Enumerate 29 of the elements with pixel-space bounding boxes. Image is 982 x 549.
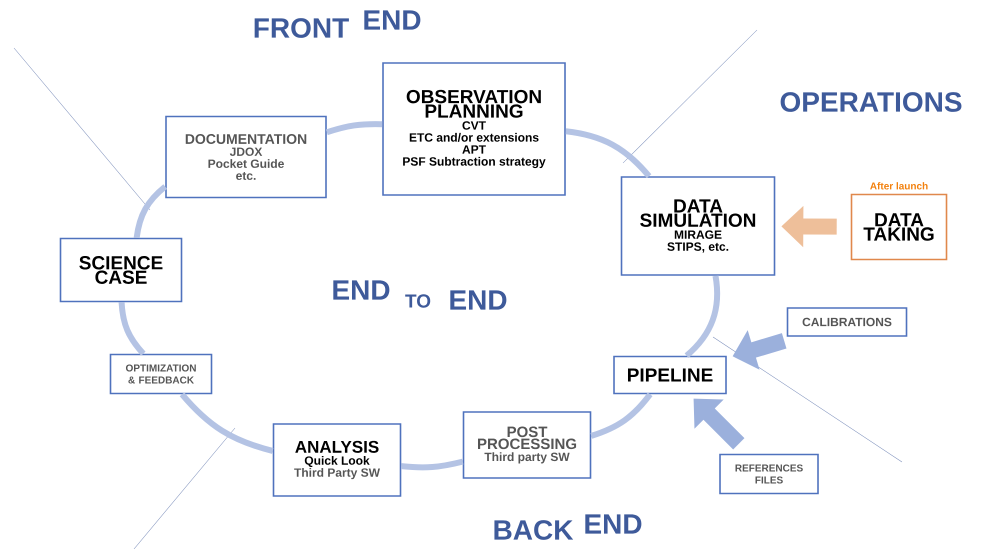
ring-segment <box>180 392 274 454</box>
section-heading: END <box>450 290 506 310</box>
ring-segment <box>401 458 464 470</box>
section-heading: OPERATIONS <box>780 92 962 112</box>
section-heading: TO <box>405 294 430 308</box>
process-box: DATA SIMULATION MIRAGE STIPS, etc. <box>620 176 776 276</box>
input-box: REFERENCES FILES <box>719 454 819 494</box>
data-taking-box: DATA TAKING <box>850 194 948 260</box>
section-heading: END <box>333 280 390 300</box>
ring-segment <box>684 275 720 358</box>
ring-segment <box>134 184 168 238</box>
block-arrow <box>694 398 744 450</box>
section-heading: BACK <box>494 520 574 540</box>
process-box: POST PROCESSING Third party SW <box>462 411 592 479</box>
process-box: ANALYSIS Quick Look Third Party SW <box>272 423 402 497</box>
section-heading: END <box>585 514 642 534</box>
ring-segment <box>565 128 652 178</box>
node-label: After launch <box>870 182 928 190</box>
ring-segment <box>590 392 652 439</box>
process-box: DOCUMENTATION JDOX Pocket Guide etc. <box>165 116 327 198</box>
feedback-box: OPTIMIZATION & FEEDBACK <box>110 354 212 394</box>
process-box: SCIENCE CASE <box>60 238 182 302</box>
section-heading: FRONT <box>254 18 349 38</box>
ring-segment <box>326 121 382 136</box>
ring-segment <box>118 302 146 356</box>
input-box: CALIBRATIONS <box>786 307 908 337</box>
process-box: OBSERVATION PLANNING CVT ETC and/or extensions APT PSF Subtraction strategy <box>382 62 566 196</box>
section-heading: END <box>364 10 420 30</box>
process-box: PIPELINE <box>613 356 727 394</box>
